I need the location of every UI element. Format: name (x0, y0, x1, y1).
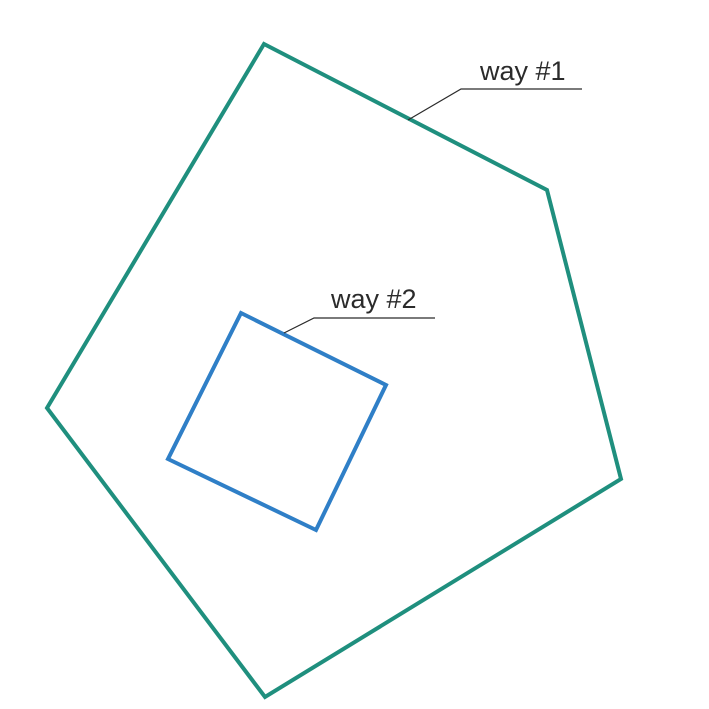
way-2-label: way #2 (330, 284, 417, 314)
way-2-polygon (165, 310, 389, 533)
way-1-polygon (44, 41, 624, 700)
way-1-leader-line (407, 88, 582, 121)
way-1-label: way #1 (479, 56, 566, 86)
way-2-leader-line (283, 317, 435, 334)
